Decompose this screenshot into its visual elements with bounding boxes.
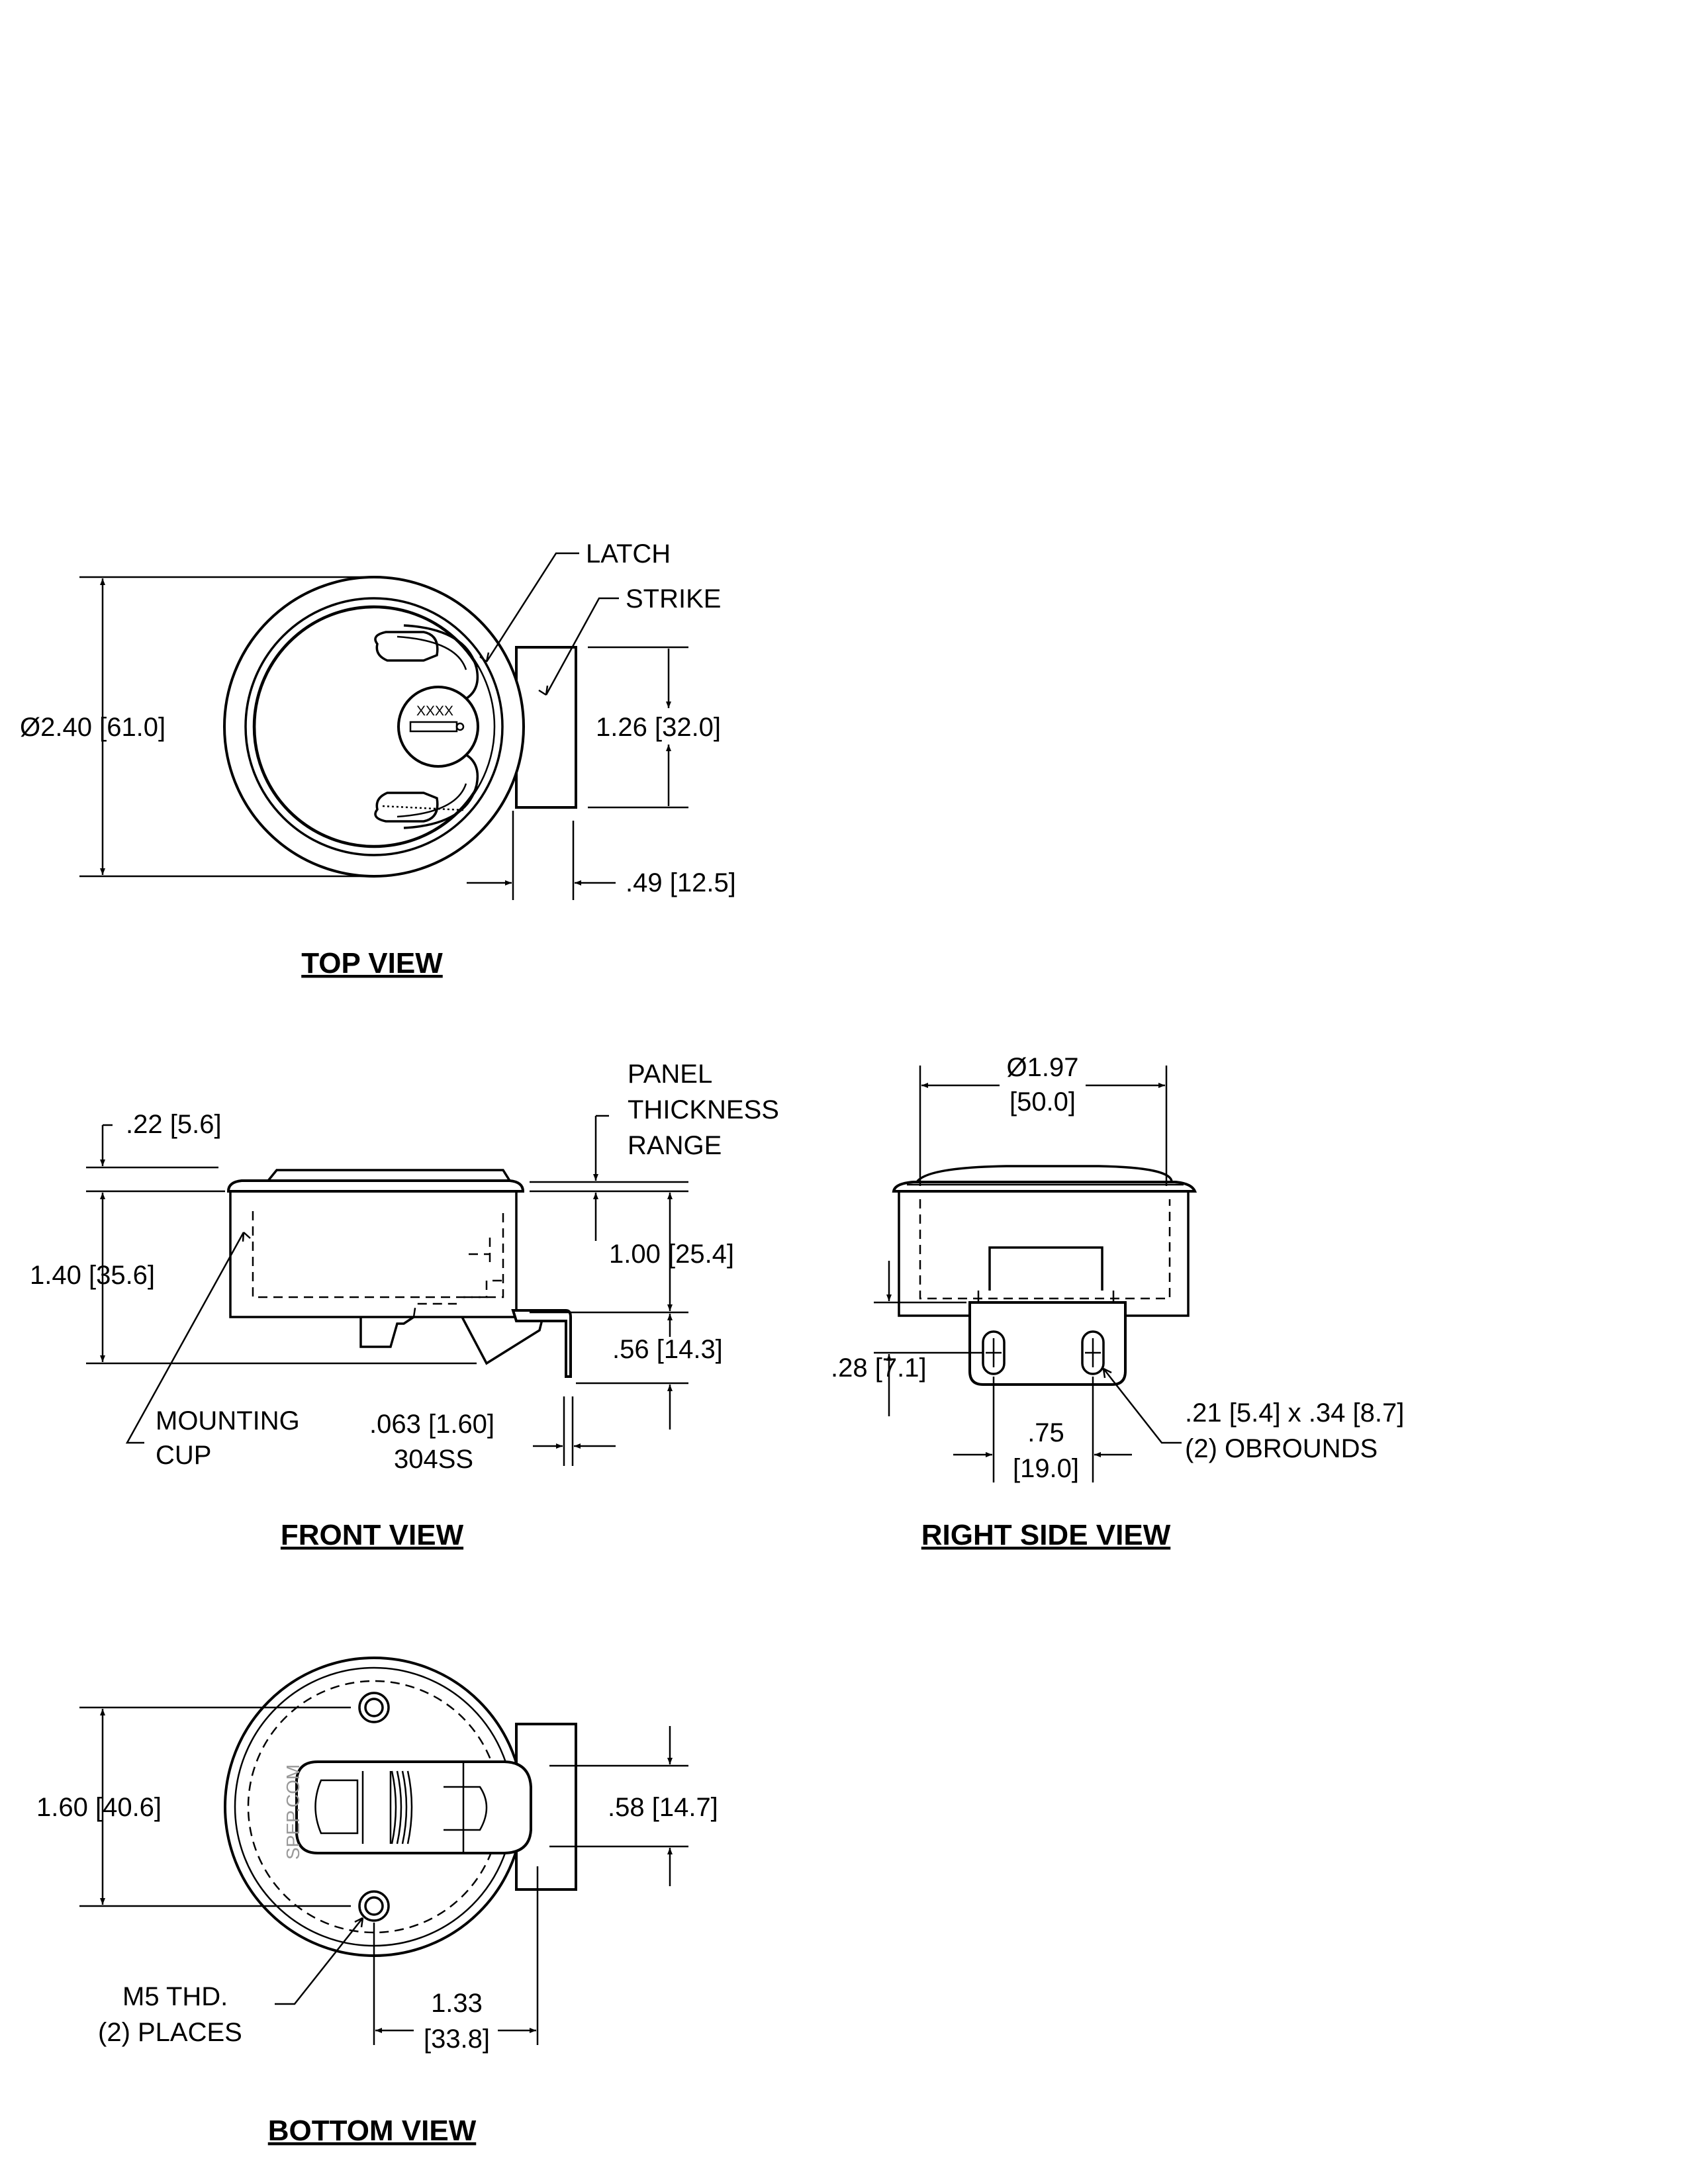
- mounting-cup-line1: MOUNTING: [156, 1406, 300, 1435]
- latch-label: LATCH: [586, 539, 671, 569]
- panel-label-line2: THICKNESS: [628, 1095, 779, 1124]
- top-strike-height-dim: 1.26 [32.0]: [596, 713, 721, 742]
- material-thickness-dim: .063 [1.60]: [369, 1410, 494, 1439]
- slot-offset-dim: .28 [7.1]: [831, 1353, 927, 1383]
- top-strike-width-dim: .49 [12.5]: [626, 868, 736, 897]
- slot-spacing-dim-line1: .75: [1027, 1418, 1064, 1447]
- thread-label-line1: M5 THD.: [122, 1982, 228, 2011]
- strike-width-dim: .58 [14.7]: [608, 1793, 718, 1822]
- obround-right: [1081, 1330, 1105, 1375]
- obround-count-label: (2) OBROUNDS: [1185, 1434, 1378, 1463]
- spep-watermark: SPEP.COM: [283, 1764, 303, 1860]
- slot-spacing-dim-line2: [19.0]: [1013, 1454, 1079, 1483]
- front-view-title: FRONT VIEW: [281, 1519, 464, 1551]
- bottom-view: SPEP.COM 1.60 [40.6] .58 [14.7] 1.33 [33…: [36, 1657, 718, 2147]
- top-strike-block: [515, 646, 577, 809]
- right-view-latch-body: [892, 1165, 1197, 1386]
- top-view-latch-body: XXXX: [223, 576, 577, 878]
- key-code-text: XXXX: [416, 704, 453, 719]
- top-view-dimensions: Ø2.40 [61.0] 1.26 [32.0] .49 [12.5] LATC…: [20, 539, 736, 900]
- strike-depth-dim: .56 [14.3]: [612, 1335, 723, 1364]
- right-side-view: Ø1.97 [50.0] .28 [7.1] .75 [19.0] .21 [5…: [831, 1053, 1404, 1551]
- right-diameter-dim-line1: Ø1.97: [1007, 1053, 1079, 1082]
- right-side-view-title: RIGHT SIDE VIEW: [921, 1519, 1171, 1551]
- front-view-latch-body: [226, 1169, 572, 1378]
- hole-spacing-dim: 1.60 [40.6]: [36, 1793, 162, 1822]
- panel-label-line1: PANEL: [628, 1060, 712, 1089]
- panel-label-line3: RANGE: [628, 1131, 722, 1160]
- thread-label-line2: (2) PLACES: [98, 2018, 242, 2047]
- top-view: XXXX Ø2.40 [61.0] 1.26 [32.0] .49 [12.5]…: [20, 539, 736, 979]
- front-view: .22 [5.6] 1.40 [35.6] PANEL THICKNESS RA…: [30, 1060, 779, 1551]
- strike-label: STRIKE: [626, 584, 721, 614]
- obround-size-label: .21 [5.4] x .34 [8.7]: [1185, 1398, 1404, 1428]
- bottom-view-dimensions: 1.60 [40.6] .58 [14.7] 1.33 [33.8] M5 TH…: [36, 1706, 718, 2054]
- right-diameter-dim-line2: [50.0]: [1009, 1087, 1076, 1116]
- offset-dim-line2: [33.8]: [424, 2025, 490, 2054]
- material-label: 304SS: [394, 1445, 473, 1474]
- offset-dim-line1: 1.33: [431, 1989, 483, 2018]
- front-view-dimensions: .22 [5.6] 1.40 [35.6] PANEL THICKNESS RA…: [30, 1060, 779, 1474]
- bottom-view-latch-body: SPEP.COM: [224, 1657, 577, 1957]
- front-flange-dim: .22 [5.6]: [126, 1110, 222, 1139]
- mounting-cup-line2: CUP: [156, 1441, 211, 1470]
- front-height-dim: 1.40 [35.6]: [30, 1261, 155, 1290]
- bottom-view-title: BOTTOM VIEW: [268, 2115, 477, 2147]
- top-diameter-dim: Ø2.40 [61.0]: [20, 713, 165, 742]
- right-view-dimensions: Ø1.97 [50.0] .28 [7.1] .75 [19.0] .21 [5…: [831, 1053, 1404, 1483]
- panel-range-dim: 1.00 [25.4]: [609, 1240, 734, 1269]
- top-view-title: TOP VIEW: [301, 947, 443, 979]
